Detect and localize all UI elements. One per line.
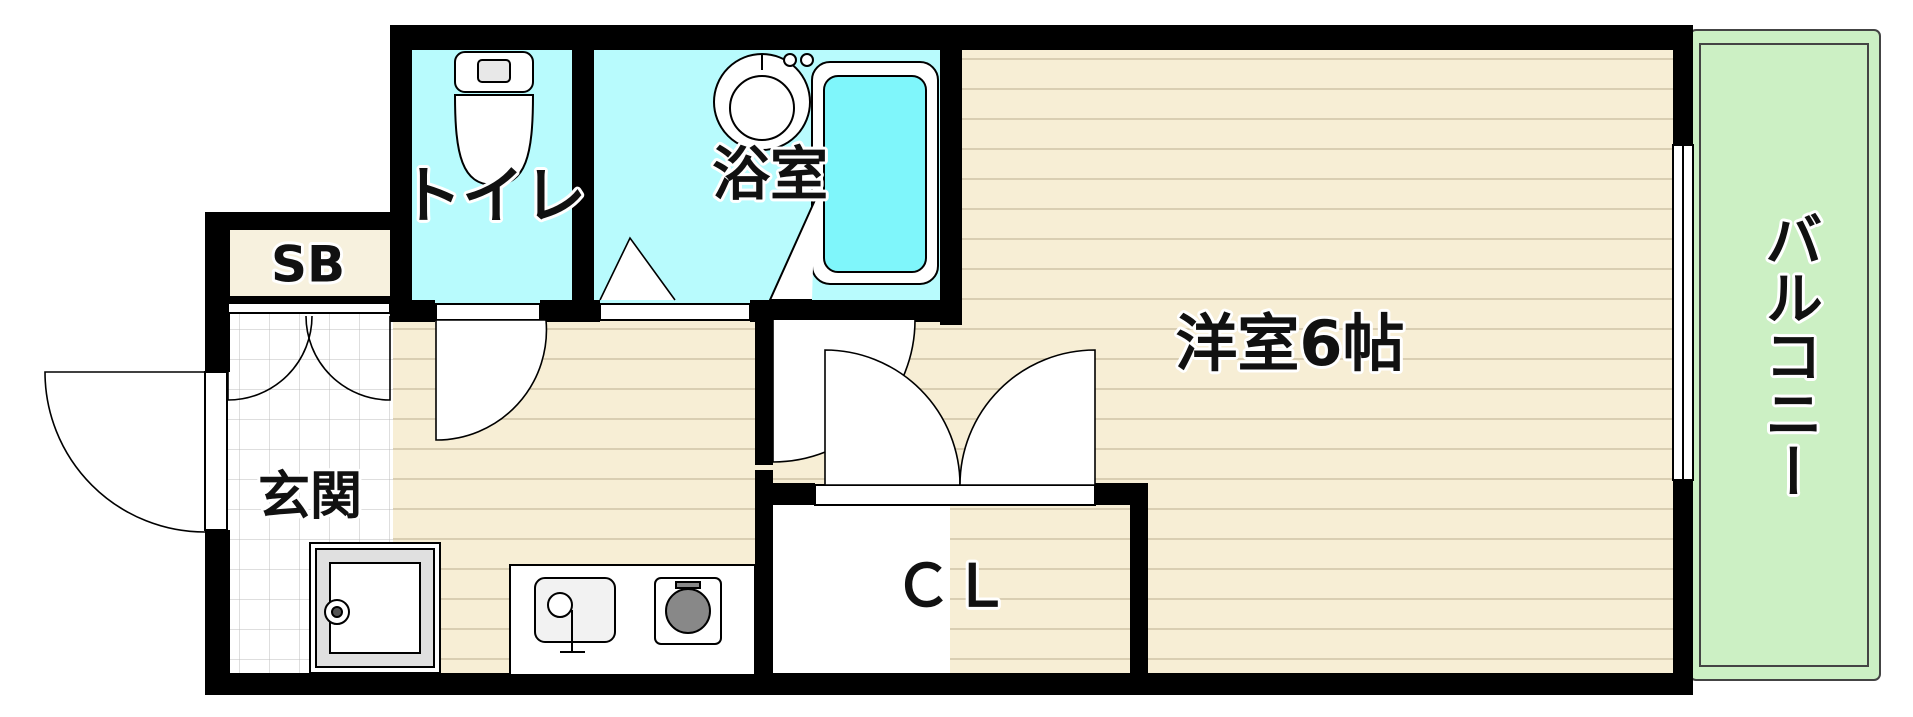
toilet-fixture-icon [453, 51, 535, 187]
sb-label: SB [271, 236, 345, 294]
sb-floor [228, 228, 393, 298]
kitchen-counter [509, 564, 756, 676]
washbasin-icon [713, 53, 814, 151]
closet-door-swing-left [824, 349, 961, 486]
washing-machine-pan-icon [309, 542, 441, 674]
partitions [204, 144, 1694, 531]
room-labels: トイレ 浴室 洋室6帖 SB 玄関 ＣＬ バルコニー [255, 137, 1826, 623]
front-door-swing [44, 371, 206, 533]
toilet-label: トイレ [400, 159, 586, 232]
sink-icon [534, 577, 616, 643]
balcony-label: バルコニー [1755, 210, 1823, 500]
bath-door-swing [599, 236, 676, 301]
bath-label: 浴室 [712, 140, 828, 208]
western-room-label: 洋室6帖 [1175, 307, 1404, 380]
toilet-door-swing [435, 319, 548, 441]
bathtub-icon [768, 61, 939, 301]
entrance-label: 玄関 [258, 467, 362, 527]
door-swings [44, 236, 1096, 533]
walls [205, 25, 1693, 695]
closet-door-swing-right [959, 349, 1096, 486]
closet-label: ＣＬ [894, 552, 1010, 620]
balcony [1689, 29, 1881, 681]
